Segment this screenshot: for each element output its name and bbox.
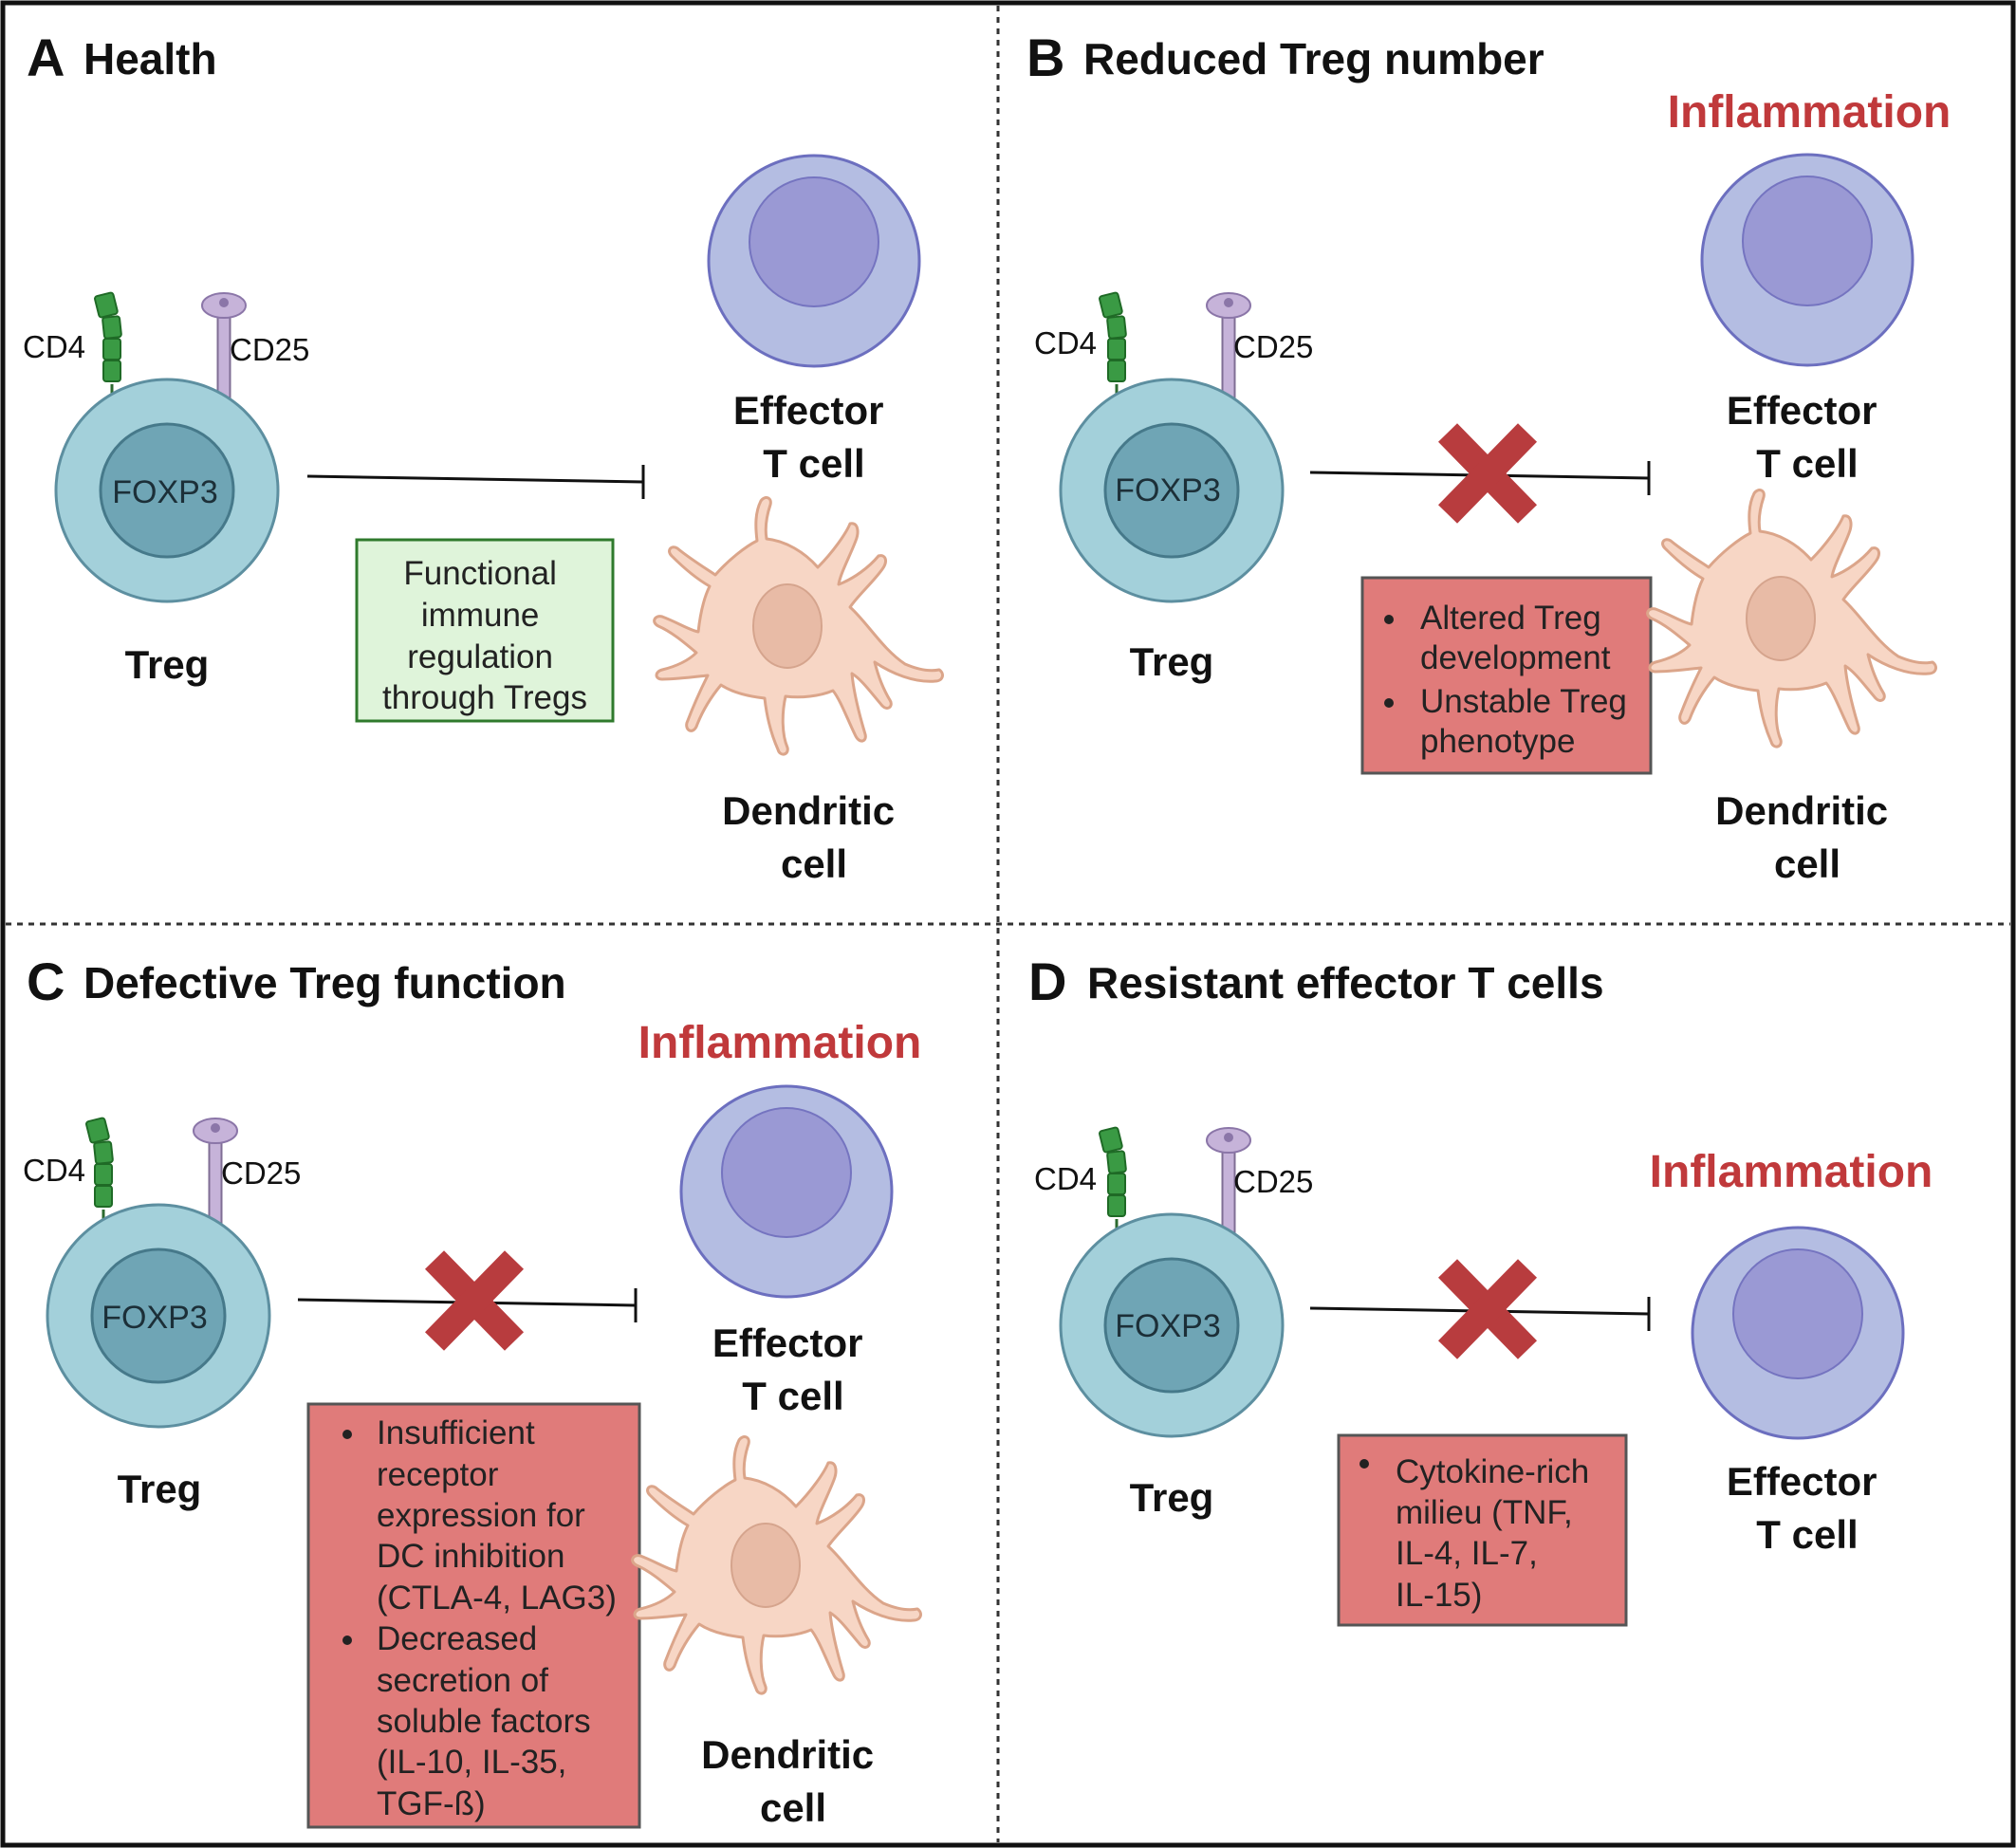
mechanism-list: Insufficient receptor expression for DC … — [342, 1414, 617, 1822]
panel-a-letter: A — [27, 28, 65, 87]
effector-t-cell-label: Effector T cell — [712, 1321, 874, 1418]
dendritic-cell-label: Dendritic cell — [722, 788, 906, 886]
dendritic-cell-label: Dendritic cell — [1715, 788, 1899, 886]
panel-d: D Resistant effector T cells Inflammatio… — [1028, 952, 1933, 1627]
inflammation-label: Inflammation — [1668, 87, 1951, 138]
effector-t-cell-label: Effector T cell — [1727, 1459, 1888, 1557]
panel-a-title: Health — [83, 34, 217, 83]
mechanism-item: Decreased secretion of soluble factors (… — [377, 1620, 600, 1822]
treg-label: Treg — [118, 1467, 202, 1511]
effector-t-cell — [1700, 153, 1914, 367]
cd25-label: CD25 — [221, 1155, 301, 1191]
cd25-label: CD25 — [1233, 1164, 1313, 1199]
inhibition-arrow — [306, 465, 645, 499]
treg-label: Treg — [1130, 1475, 1214, 1520]
panel-b-title: Reduced Treg number — [1083, 34, 1544, 83]
mechanism-item: Insufficient receptor expression for DC … — [377, 1414, 617, 1617]
panel-a: A Health CD4 CD25 FOXP3 Treg Functional … — [23, 28, 944, 886]
mechanism-list: Cytokine-rich milieu (TNF, IL-4, IL-7, I… — [1359, 1453, 1599, 1614]
panel-b: B Reduced Treg number Inflammation CD4 C… — [1026, 28, 1951, 886]
panel-d-letter: D — [1028, 952, 1066, 1011]
treg-label: Treg — [1130, 639, 1214, 684]
cd4-label: CD4 — [23, 329, 85, 364]
mechanism-item: Unstable Treg phenotype — [1420, 683, 1637, 760]
mechanism-item: Altered Treg development — [1420, 600, 1611, 676]
effector-t-cell — [679, 1084, 894, 1299]
mechanism-item: Cytokine-rich milieu (TNF, IL-4, IL-7, I… — [1396, 1453, 1599, 1614]
panel-b-letter: B — [1026, 28, 1064, 87]
blocked-x-icon — [435, 1260, 514, 1341]
blocked-x-icon — [1448, 433, 1527, 514]
functional-regulation-text: Functional immune regulation through Tre… — [382, 555, 587, 716]
blocked-x-icon — [1448, 1268, 1527, 1350]
effector-t-cell — [707, 154, 921, 368]
mechanism-box — [1360, 576, 1653, 775]
dendritic-cell — [631, 1435, 922, 1695]
inflammation-label: Inflammation — [1650, 1147, 1933, 1197]
dendritic-cell-label: Dendritic cell — [701, 1732, 885, 1830]
inflammation-label: Inflammation — [638, 1018, 922, 1068]
cd4-label: CD4 — [1034, 1161, 1097, 1196]
functional-regulation-box — [355, 538, 615, 723]
cd4-label: CD4 — [23, 1153, 85, 1188]
cd4-label: CD4 — [1034, 325, 1097, 360]
effector-t-cell-label: Effector T cell — [733, 388, 895, 486]
panel-d-title: Resistant effector T cells — [1087, 958, 1604, 1007]
treg-label: Treg — [125, 642, 210, 687]
foxp3-label: FOXP3 — [1115, 1308, 1220, 1344]
foxp3-label: FOXP3 — [1115, 472, 1220, 508]
effector-t-cell-label: Effector T cell — [1727, 388, 1888, 486]
mechanism-list: Altered Treg development Unstable Treg p… — [1384, 600, 1637, 760]
panel-c-title: Defective Treg function — [83, 958, 566, 1007]
dendritic-cell — [653, 496, 944, 756]
panel-c: C Defective Treg function Inflammation C… — [23, 952, 922, 1830]
cd25-label: CD25 — [1233, 329, 1313, 364]
effector-t-cell — [1691, 1226, 1905, 1440]
mechanism-box — [1337, 1433, 1628, 1627]
dendritic-cell — [1646, 489, 1937, 748]
cd25-label: CD25 — [230, 332, 309, 367]
foxp3-label: FOXP3 — [112, 474, 217, 510]
panel-c-letter: C — [27, 952, 65, 1011]
foxp3-label: FOXP3 — [102, 1300, 207, 1336]
